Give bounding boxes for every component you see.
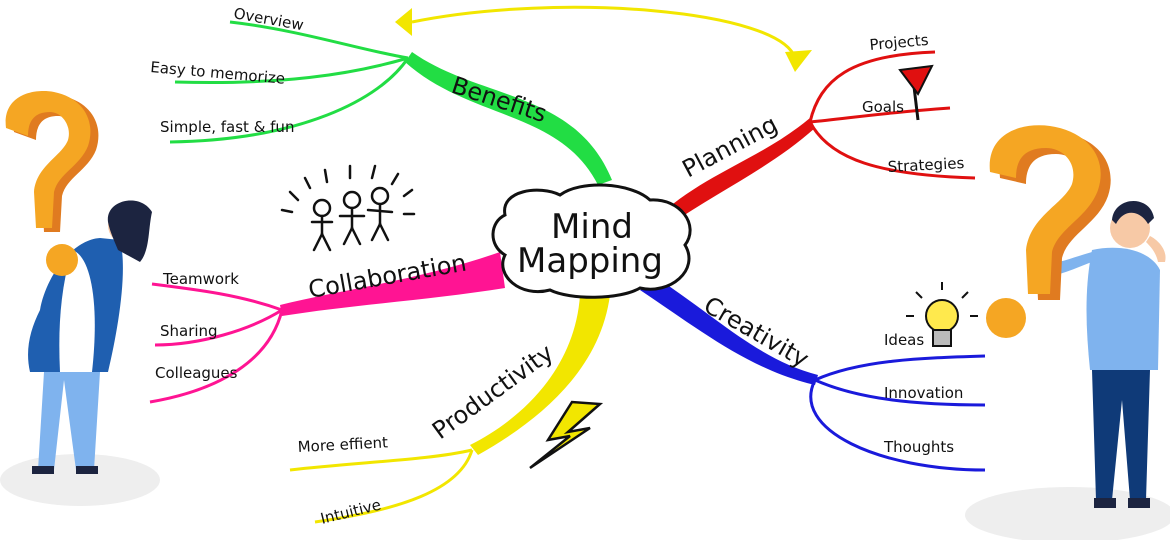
creativity-item-thoughts: Thoughts — [883, 438, 954, 456]
stick-figures-icon — [280, 164, 416, 252]
arrow-icon — [395, 5, 812, 72]
collaboration-item-sharing: Sharing — [160, 322, 218, 340]
benefits-branch — [169, 20, 612, 185]
planning-item-projects: Projects — [869, 31, 930, 54]
benefits-item-overview: Overview — [232, 4, 305, 34]
light-bulb-icon — [906, 282, 978, 347]
question-mark-icon — [5, 91, 99, 276]
productivity-item-intuitive: Intuitive — [319, 496, 383, 528]
flag-icon — [898, 64, 934, 121]
center-line-2: Mapping — [517, 241, 663, 281]
branch-label-productivity: Productivity — [427, 339, 559, 445]
center-line-1: Mind — [551, 207, 633, 247]
right-floor-shadow — [965, 487, 1170, 540]
collaboration-item-colleagues: Colleagues — [155, 364, 238, 382]
creativity-item-ideas: Ideas — [884, 331, 924, 349]
planning-item-strategies: Strategies — [887, 154, 965, 176]
collaboration-item-teamwork: Teamwork — [162, 270, 239, 288]
benefits-item-simple-fast-fun: Simple, fast & fun — [160, 118, 294, 136]
left-person — [28, 200, 152, 474]
question-mark-icon — [986, 125, 1111, 338]
branch-label-benefits: Benefits — [448, 71, 550, 128]
collaboration-branch — [149, 252, 505, 404]
center-node: Mind Mapping — [491, 183, 692, 299]
productivity-item-more-effient: More effient — [297, 433, 388, 456]
right-person — [1030, 200, 1166, 508]
creativity-item-innovation: Innovation — [884, 384, 963, 402]
productivity-branch — [289, 295, 610, 524]
lightning-bolt-icon — [529, 400, 604, 470]
planning-item-goals: Goals — [862, 98, 904, 116]
planning-branch — [655, 50, 976, 226]
creativity-branch — [640, 280, 986, 472]
